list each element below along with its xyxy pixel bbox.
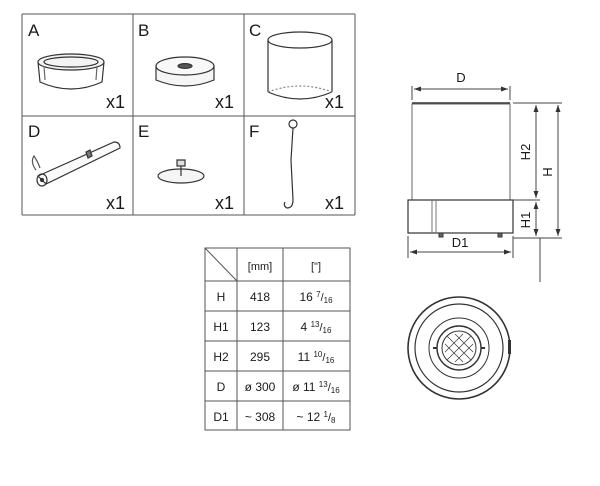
row-label: H2: [213, 350, 229, 364]
side-view: [407, 86, 562, 282]
value-inch: 4 13/16: [301, 320, 332, 335]
top-view: [407, 296, 511, 400]
column-header-mm: [mm]: [248, 261, 272, 273]
dimension-label-h1: H1: [518, 212, 533, 229]
row-label: H1: [213, 320, 229, 334]
table-row: D1 ~ 308 ~ 12 1/8: [213, 410, 336, 425]
value-inch: ø 11 13/16: [292, 380, 340, 395]
hook-tool-icon: [283, 119, 298, 209]
table-row: D ø 300 ø 11 13/16: [217, 380, 341, 395]
part-letter: F: [249, 122, 259, 141]
part-quantity: x1: [325, 193, 344, 213]
row-label: D1: [213, 410, 229, 424]
part-cell-a: A x1: [28, 21, 125, 112]
lighter-stick-icon: [31, 141, 121, 187]
burner-grid-icon: [444, 333, 474, 363]
part-quantity: x1: [215, 193, 234, 213]
value-inch: 16 7/16: [299, 290, 333, 305]
value-mm: ~ 308: [245, 410, 276, 424]
row-label: H: [217, 290, 226, 304]
row-label: D: [217, 380, 226, 394]
snuffer-plate-icon: [157, 159, 205, 184]
dimensions-table: [mm] ["] H 418 16 7/16 H1 123 4 13/16 H2…: [204, 247, 351, 431]
part-cell-f: F x1: [249, 119, 344, 213]
part-cell-b: B x1: [138, 21, 234, 112]
part-letter: C: [249, 21, 261, 40]
part-letter: A: [28, 21, 40, 40]
burner-disc-icon: [155, 56, 215, 87]
fire-ring-icon: [37, 53, 105, 90]
dimension-label-d: D: [456, 70, 465, 85]
part-letter: D: [28, 122, 40, 141]
value-mm: 295: [250, 350, 270, 364]
part-quantity: x1: [325, 92, 344, 112]
part-quantity: x1: [215, 92, 234, 112]
part-cell-d: D x1: [28, 122, 125, 213]
glass-cylinder-icon: [267, 31, 333, 100]
part-quantity: x1: [106, 193, 125, 213]
parts-grid: [21, 13, 356, 216]
part-letter: E: [138, 122, 149, 141]
table-row: H2 295 11 10/16: [213, 350, 335, 365]
part-cell-e: E x1: [138, 122, 234, 213]
dimension-label-h: H: [540, 167, 555, 176]
table-row: H1 123 4 13/16: [213, 320, 332, 335]
part-quantity: x1: [106, 92, 125, 112]
part-cell-c: C x1: [249, 21, 344, 112]
table-row: H 418 16 7/16: [217, 290, 333, 305]
column-header-inch: ["]: [311, 261, 321, 273]
value-mm: 418: [250, 290, 270, 304]
value-mm: ø 300: [245, 380, 276, 394]
dimension-label-h2: H2: [518, 144, 533, 161]
part-letter: B: [138, 21, 149, 40]
value-inch: ~ 12 1/8: [296, 410, 336, 425]
dimension-label-d1: D1: [452, 235, 469, 250]
value-inch: 11 10/16: [298, 350, 335, 365]
value-mm: 123: [250, 320, 270, 334]
